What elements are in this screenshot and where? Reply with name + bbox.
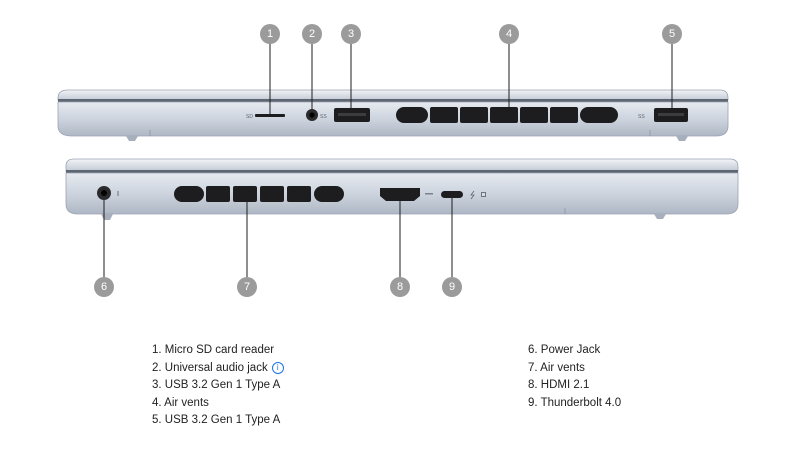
callout-7-number: 7 — [244, 281, 250, 293]
air-vents-bottom — [174, 186, 344, 202]
legend-item-5: 5. USB 3.2 Gen 1 Type A — [152, 414, 281, 426]
legend-item-3: 3. USB 3.2 Gen 1 Type A — [152, 379, 281, 391]
callout-3-number: 3 — [348, 28, 354, 40]
thunderbolt-icon — [470, 190, 475, 200]
legend-item-8: 8. HDMI 2.1 — [528, 379, 590, 391]
legend-item-9: 9. Thunderbolt 4.0 — [528, 396, 622, 409]
legend-item-6: 6. Power Jack — [528, 344, 601, 356]
sd-port-label: SD — [246, 114, 253, 120]
info-icon[interactable]: i — [271, 361, 284, 374]
callout-2: 2 — [302, 24, 322, 44]
callout-2-number: 2 — [309, 28, 315, 40]
laptop-right-side-view — [65, 158, 739, 220]
hdmi-port — [380, 188, 420, 201]
callout-1: 1 — [260, 24, 280, 44]
usb-right-label: SS — [638, 114, 645, 120]
leader-lines — [103, 44, 673, 278]
callout-9-number: 9 — [449, 281, 455, 293]
callout-6-number: 6 — [101, 281, 107, 293]
callout-7: 7 — [237, 277, 257, 297]
callout-8-number: 8 — [397, 281, 403, 293]
air-vents-top — [396, 107, 618, 123]
thunderbolt-port — [441, 191, 463, 198]
callout-4: 4 — [499, 24, 519, 44]
legend-item-1: 1. Micro SD card reader — [152, 344, 275, 356]
legend-right-column: 6. Power Jack 7. Air vents 8. HDMI 2.1 9… — [528, 342, 621, 412]
callout-3: 3 — [341, 24, 361, 44]
legend-item-2-label: 2. Universal audio jack — [152, 361, 268, 374]
callout-1-number: 1 — [267, 28, 273, 40]
legend-left-column: 1. Micro SD card reader 2. Universal aud… — [152, 342, 284, 430]
legend-item-7: 7. Air vents — [528, 361, 585, 374]
laptop-left-side-view: SD SS SS — [57, 89, 729, 141]
callout-5-number: 5 — [669, 28, 675, 40]
callout-4-number: 4 — [506, 28, 512, 40]
callout-5: 5 — [662, 24, 682, 44]
callout-6: 6 — [94, 277, 114, 297]
usb-left-label: SS — [320, 114, 327, 120]
callout-9: 9 — [442, 277, 462, 297]
callout-8: 8 — [390, 277, 410, 297]
micro-sd-slot — [255, 114, 285, 117]
legend-item-4: 4. Air vents — [152, 396, 209, 409]
